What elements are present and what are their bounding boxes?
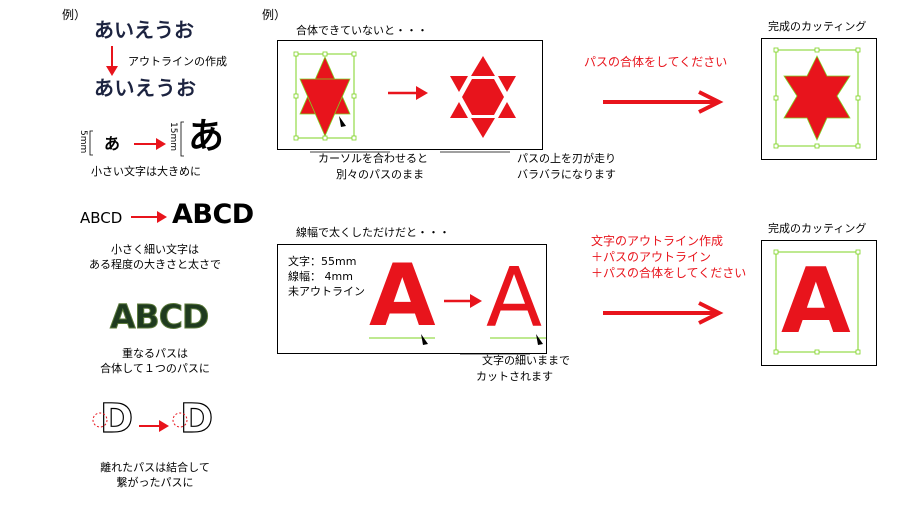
- letter-a-thick: A: [369, 246, 436, 346]
- guide-line-a2: [490, 334, 546, 345]
- bottom-example-box: [277, 244, 547, 354]
- guide-line-a1: [369, 334, 435, 345]
- right-arrow-icon: [134, 138, 166, 150]
- note-cursor-1: カーソルを合わせると: [318, 152, 428, 165]
- right-arrow-icon: [139, 420, 169, 432]
- caption-overlap-2: 合体して１つのパスに: [100, 362, 210, 375]
- abcd-bold: ABCD: [172, 199, 254, 230]
- spec-3: 未アウトライン: [288, 285, 365, 298]
- spec-1: 文字：55mm: [288, 255, 357, 268]
- note-thin-1: 文字の細いままで: [482, 354, 570, 367]
- instruction-merge: パスの合体をしてください: [584, 55, 728, 69]
- outline-label: アウトラインの作成: [128, 55, 227, 68]
- hiragana-text: あいえうお: [94, 18, 194, 42]
- letter-a-thin: A: [486, 251, 543, 346]
- instruction-outline-2: ＋パスのアウトライン: [591, 250, 712, 264]
- rei-label-left: 例）: [62, 8, 87, 22]
- spec-2: 線幅： 4mm: [288, 270, 353, 283]
- note-thin-2: カットされます: [476, 370, 553, 383]
- rei-label-top: 例）: [262, 8, 287, 22]
- big-right-arrow-icon: [603, 90, 724, 114]
- caption-separated-1: 離れたパスは結合して: [100, 461, 210, 474]
- star-split: [450, 56, 516, 138]
- a-merged-frame: [773, 249, 861, 355]
- top-box-title: 合体できていないと・・・: [296, 24, 428, 37]
- hiragana-outlined-text: あいえうお: [94, 76, 197, 100]
- gap-circle-icon: [92, 412, 108, 428]
- abcd-outline: ABCD: [109, 297, 209, 336]
- instruction-outline-1: 文字のアウトライン作成: [591, 234, 724, 248]
- callout-lines: [310, 151, 510, 153]
- dim-bracket-small: [89, 130, 93, 156]
- caption-overlap-1: 重なるパスは: [122, 347, 188, 360]
- d-letter-1: D: [99, 395, 134, 442]
- right-arrow-icon: [388, 86, 428, 100]
- star-unmerged: [293, 51, 357, 141]
- big-char: あ: [188, 116, 225, 157]
- letter-a-merged: A: [781, 249, 851, 354]
- result-title-bottom: 完成のカッティング: [768, 222, 867, 235]
- right-arrow-icon: [444, 294, 482, 308]
- big-right-arrow-icon: [603, 301, 724, 325]
- caption-thin-1: 小さく細い文字は: [111, 243, 199, 256]
- caption-separated-2: 繋がったパスに: [116, 476, 194, 489]
- dim-small: 5mm: [78, 130, 88, 154]
- result-title-top: 完成のカッティング: [768, 20, 867, 33]
- callout-line-bottom: [460, 353, 530, 355]
- instruction-outline-3: ＋パスの合体をしてください: [591, 266, 747, 280]
- right-arrow-icon: [131, 211, 167, 223]
- bottom-box-title: 線幅で太くしただけだと・・・: [296, 226, 450, 239]
- dim-bracket-big: [180, 121, 184, 157]
- small-char: あ: [104, 134, 121, 153]
- note-blade-2: バラバラになります: [517, 168, 616, 181]
- caption-small-text: 小さい文字は大きめに: [91, 165, 201, 178]
- note-cursor-2: 別々のパスのまま: [336, 168, 424, 181]
- down-arrow-icon: [106, 46, 118, 76]
- d-letter-2: D: [179, 395, 214, 442]
- abcd-thin: ABCD: [80, 209, 123, 227]
- joined-circle-icon: [172, 412, 188, 428]
- caption-thin-2: ある程度の大きさと太さで: [89, 258, 221, 271]
- dim-big: 15mm: [168, 122, 178, 151]
- note-blade-1: パスの上を刃が走り: [517, 152, 616, 165]
- star-merged: [773, 47, 861, 149]
